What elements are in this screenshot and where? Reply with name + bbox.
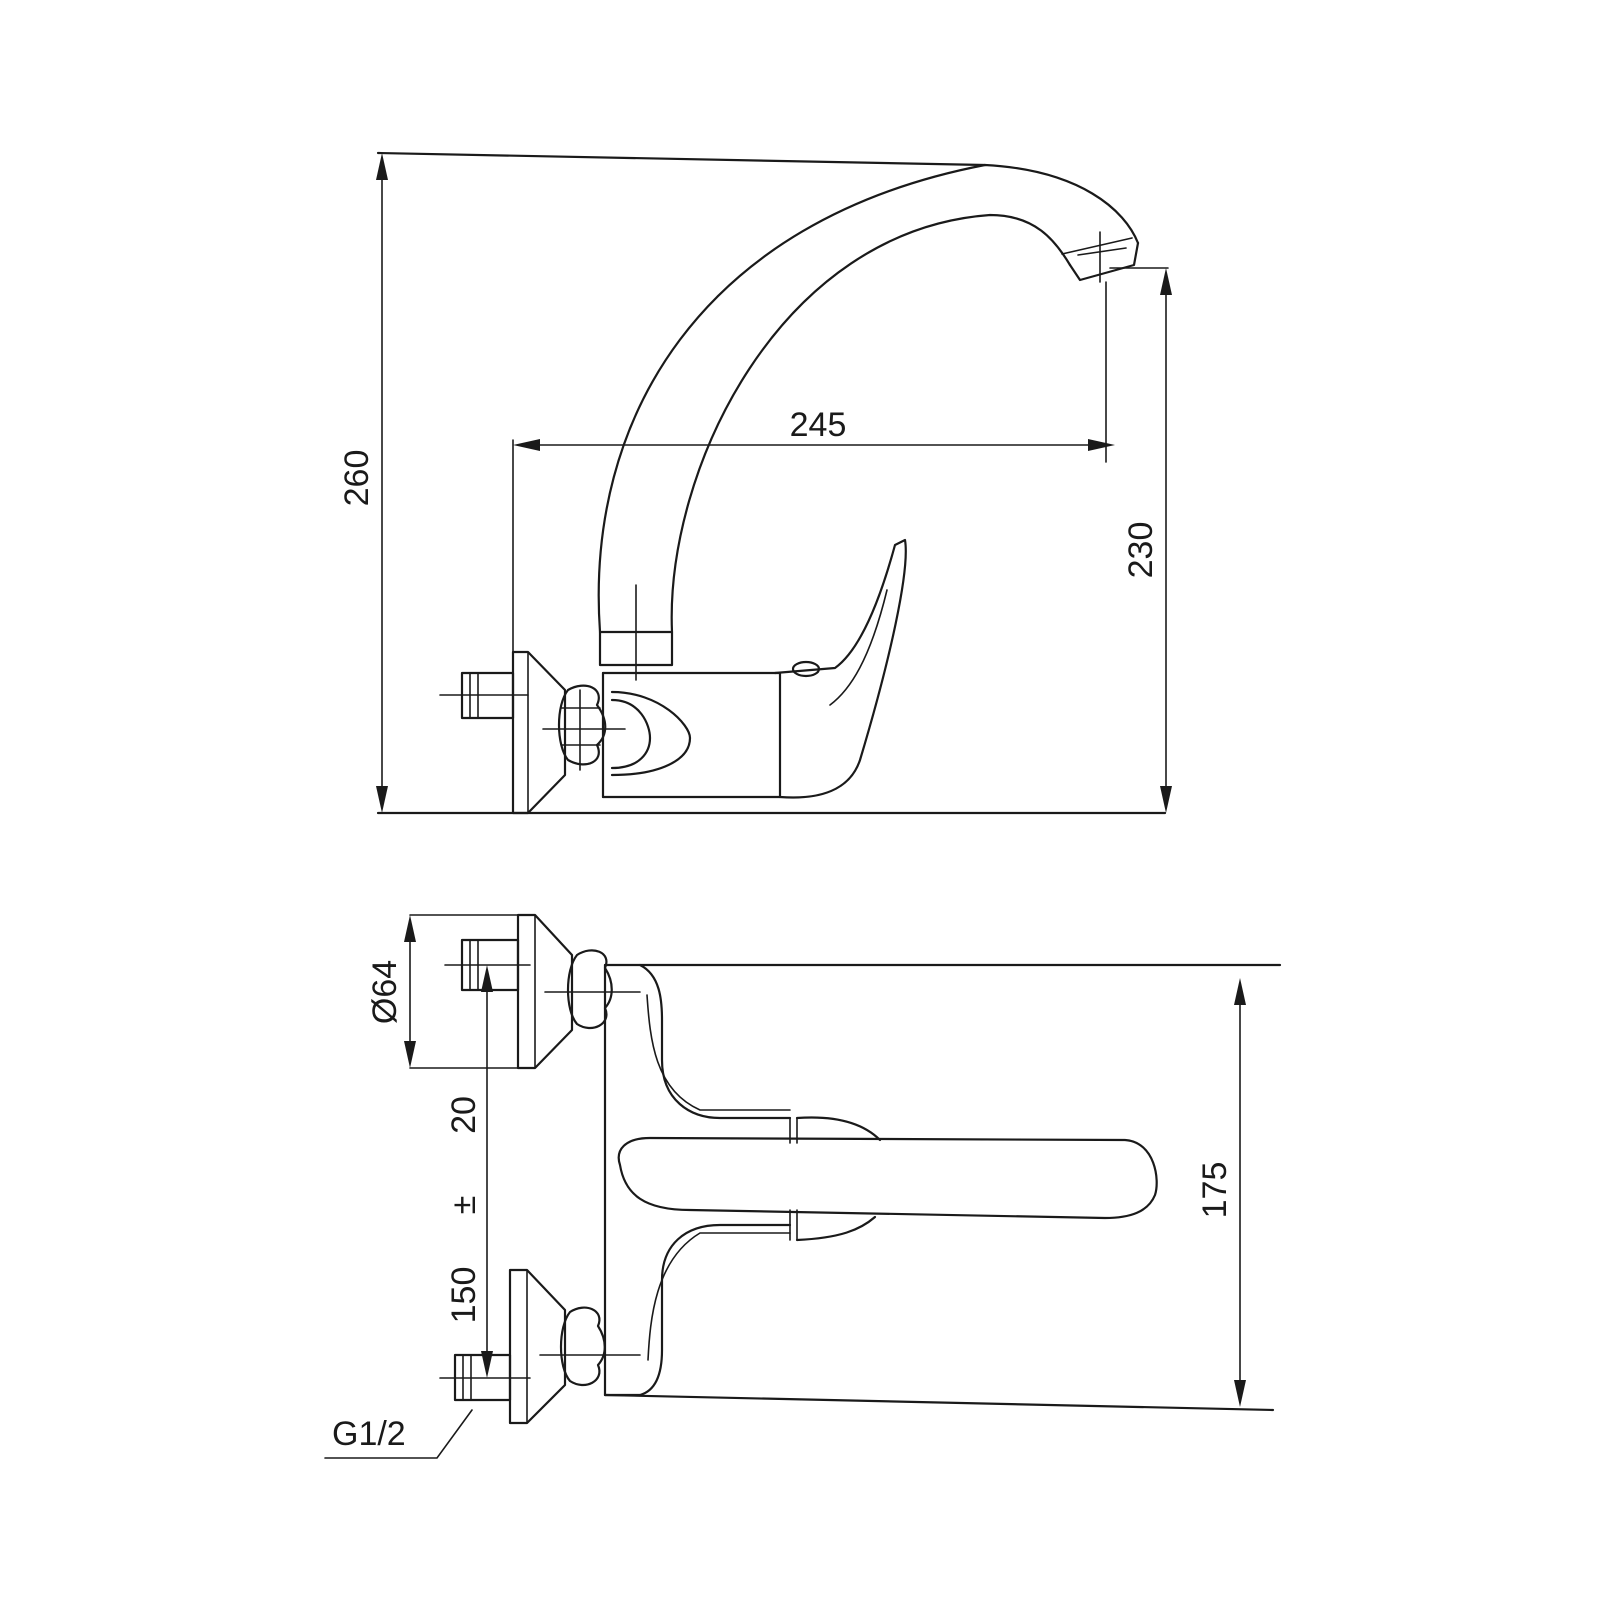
lever-pivot-dot [791,660,821,678]
top-body-inner-upper [646,994,791,1111]
top-view-bottom-line [603,1393,1275,1412]
dim-245-arrow-right [1088,439,1115,451]
dim-20-label: 20 [445,1096,483,1134]
g12-leader [324,1409,473,1459]
lever-inner [829,589,888,706]
spout-inner [670,213,1072,634]
spout-top-view [617,1136,1158,1220]
nut-center-line [542,689,626,771]
upper-nut [567,949,613,1030]
lever-handle [773,538,907,799]
dim-175-label: 175 [1196,1162,1234,1219]
spout-tip-ring [1061,237,1133,255]
dim-260-arrow-bottom [376,786,388,813]
dim-175-arrow-top [1234,978,1246,1005]
spout-shoulder-lower [795,1215,877,1242]
dim-245-arrow-left [513,439,540,451]
collar-mark-lower [789,1209,798,1241]
mixer-body [601,671,782,799]
dim-245-label: 245 [790,406,847,444]
dim-tolerance-label: ± [445,1196,483,1215]
lower-flange [508,1268,567,1425]
spout-collar [598,630,674,667]
dim-260-label: 260 [338,450,376,507]
upper-inlet [460,938,520,992]
dim-230-label: 230 [1122,522,1160,579]
dim-150-label: 150 [445,1267,483,1324]
dim-260-arrow-top [376,153,388,180]
nut-detail [561,707,601,746]
upper-center-line [444,964,641,993]
dim-64-arrow-bottom [404,1041,416,1068]
dim-230-arrow-bottom [1160,786,1172,813]
top-reference-line [376,151,987,167]
spout-tip [1068,241,1140,282]
lower-center-line [439,1354,641,1379]
dim-150-arrow-top [481,965,493,992]
lower-nut [560,1306,606,1387]
top-view: Ø64 20 ± 150 175 G1/2 [324,913,1282,1459]
dim-150-arrow-bottom [481,1351,493,1378]
dim-175-arrow-bottom [1234,1380,1246,1407]
side-view: 260 245 230 [338,151,1172,815]
spout-tip-center-mark [1077,231,1127,283]
body-recess-inner [610,698,652,770]
body-recess [610,690,692,777]
g12-label: G1/2 [332,1415,406,1453]
dim-64-label: Ø64 [366,960,404,1024]
dim-64-arrow-top [404,915,416,942]
top-body-outline-lower [603,1223,792,1397]
spout-shoulder-upper [795,1116,882,1142]
spout-outer [597,163,1140,634]
top-body-outline [603,963,792,1120]
dim-230-arrow-top [1160,268,1172,295]
top-body-inner-lower [647,1232,791,1361]
wall-flange [511,650,567,815]
